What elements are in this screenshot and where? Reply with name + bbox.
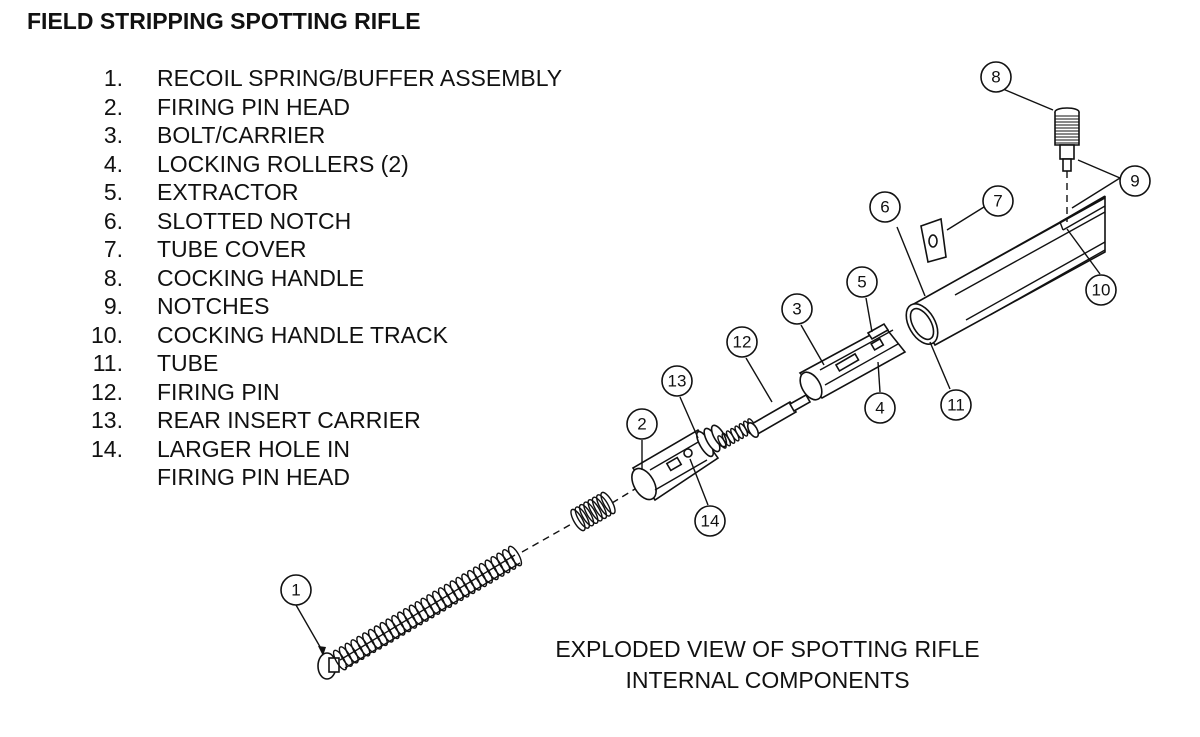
- legend-item: FIRING PIN HEAD: [60, 463, 562, 492]
- legend-item: 2. FIRING PIN HEAD: [60, 93, 562, 122]
- spring-coil: [595, 494, 612, 517]
- legend-item: 10. COCKING HANDLE TRACK: [60, 321, 562, 350]
- legend-label: RECOIL SPRING/BUFFER ASSEMBLY: [157, 65, 563, 91]
- firing-pin: [717, 393, 812, 449]
- legend-item: 4. LOCKING ROLLERS (2): [60, 150, 562, 179]
- callout-6: 6: [869, 191, 901, 223]
- legend-number: 5.: [103, 179, 123, 205]
- callout-11-text: 11: [947, 396, 965, 415]
- legend-number: 4.: [103, 150, 123, 177]
- legend-number: 12.: [91, 378, 123, 405]
- legend-label: COCKING HANDLE TRACK: [157, 321, 448, 348]
- callout-5-text: 5: [857, 273, 866, 292]
- legend-label: FIRING PIN HEAD: [157, 93, 350, 120]
- callout-1-text: 1: [291, 581, 300, 600]
- callout-11: 11: [940, 389, 972, 421]
- callout-4-text: 4: [875, 399, 884, 418]
- callout-4: 4: [864, 392, 896, 424]
- cocking-handle: [1054, 107, 1080, 222]
- legend-number: 7.: [103, 236, 123, 262]
- spring-coil: [490, 555, 505, 577]
- legend-label: TUBE COVER: [157, 236, 307, 262]
- callout-1: 1: [280, 574, 312, 606]
- diagram-caption: EXPLODED VIEW OF SPOTTING RIFLE INTERNAL…: [520, 634, 1015, 696]
- callout-2-text: 2: [637, 415, 646, 434]
- legend-item: 9. NOTCHES: [60, 292, 562, 321]
- callout-10: 10: [1085, 274, 1117, 306]
- legend-item: 6. SLOTTED NOTCH: [60, 207, 562, 236]
- caption-line-2: INTERNAL COMPONENTS: [625, 667, 910, 693]
- legend-label: TUBE: [157, 350, 219, 376]
- firing-pin-head: [631, 424, 728, 502]
- legend-number: 14.: [91, 435, 123, 462]
- callout-12: 12: [726, 326, 758, 358]
- legend-label: COCKING HANDLE: [157, 264, 365, 291]
- leader-lines: [295, 88, 1121, 656]
- legend-label: LOCKING ROLLERS (2): [157, 150, 409, 177]
- legend-item: 8. COCKING HANDLE: [60, 264, 562, 293]
- legend-label: LARGER HOLE IN: [157, 435, 350, 462]
- legend-item: 12. FIRING PIN: [60, 378, 562, 407]
- legend-label: BOLT/CARRIER: [157, 122, 326, 148]
- tube: [905, 195, 1106, 347]
- page-title: FIELD STRIPPING SPOTTING RIFLE: [27, 8, 421, 34]
- legend-number: 13.: [91, 407, 123, 433]
- legend-item: 11. TUBE: [60, 349, 562, 378]
- legend-number: 6.: [103, 207, 123, 234]
- callout-9: 9: [1119, 165, 1151, 197]
- tube-cover: [920, 217, 947, 264]
- legend-item: 1. RECOIL SPRING/BUFFER ASSEMBLY: [60, 64, 562, 93]
- callout-3: 3: [781, 293, 813, 325]
- callout-7-text: 7: [993, 192, 1002, 211]
- legend-number: 11.: [92, 350, 123, 376]
- callout-14: 14: [694, 505, 726, 537]
- legend-item: 3. BOLT/CARRIER: [60, 121, 562, 150]
- legend-label: REAR INSERT CARRIER: [157, 407, 421, 433]
- spring-coil: [583, 501, 599, 525]
- callout-13-text: 13: [668, 372, 687, 391]
- spring-coil: [587, 498, 603, 522]
- legend-number: 9.: [103, 293, 123, 319]
- callout-7: 7: [982, 185, 1014, 217]
- spring-coil: [507, 545, 523, 567]
- legend-number: 3.: [103, 122, 123, 148]
- parts-legend: 1. RECOIL SPRING/BUFFER ASSEMBLY 2. FIRING…: [60, 64, 562, 492]
- legend-number: 8.: [103, 264, 123, 291]
- caption-line-1: EXPLODED VIEW OF SPOTTING RIFLE: [555, 636, 980, 662]
- small-spring: [570, 491, 616, 532]
- callout-8-text: 8: [991, 68, 1000, 87]
- legend-number: 2.: [103, 93, 123, 120]
- legend-label: FIRING PIN HEAD: [157, 464, 350, 490]
- callout-8: 8: [980, 61, 1012, 93]
- callout-9-text: 9: [1130, 172, 1139, 191]
- legend-item: 13. REAR INSERT CARRIER: [60, 406, 562, 435]
- spring-coil: [502, 549, 517, 570]
- spring-coil: [574, 506, 591, 529]
- callout-3-text: 3: [792, 300, 801, 319]
- callout-12-text: 12: [733, 333, 752, 352]
- spring-coil: [578, 503, 595, 527]
- callout-2: 2: [626, 408, 658, 440]
- legend-item: 5. EXTRACTOR: [60, 178, 562, 207]
- spring-coil: [570, 508, 586, 532]
- callout-14-text: 14: [701, 512, 720, 531]
- recoil-spring-buffer-assembly: [317, 545, 523, 680]
- legend-label: SLOTTED NOTCH: [157, 207, 352, 234]
- legend-item: 14. LARGER HOLE IN: [60, 435, 562, 464]
- spring-coil: [496, 552, 511, 574]
- legend-label: EXTRACTOR: [157, 179, 299, 205]
- legend-label: FIRING PIN: [157, 378, 280, 405]
- callout-5: 5: [846, 266, 878, 298]
- spring-coil: [591, 496, 608, 520]
- bolt-carrier: [798, 322, 907, 401]
- callout-6-text: 6: [880, 198, 889, 217]
- spring-coil: [600, 491, 616, 515]
- callout-13: 13: [661, 365, 693, 397]
- callout-10-text: 10: [1092, 281, 1111, 300]
- legend-label: NOTCHES: [157, 293, 270, 319]
- legend-number: 1.: [103, 65, 123, 91]
- legend-number: 10.: [91, 321, 123, 348]
- legend-item: 7. TUBE COVER: [60, 235, 562, 264]
